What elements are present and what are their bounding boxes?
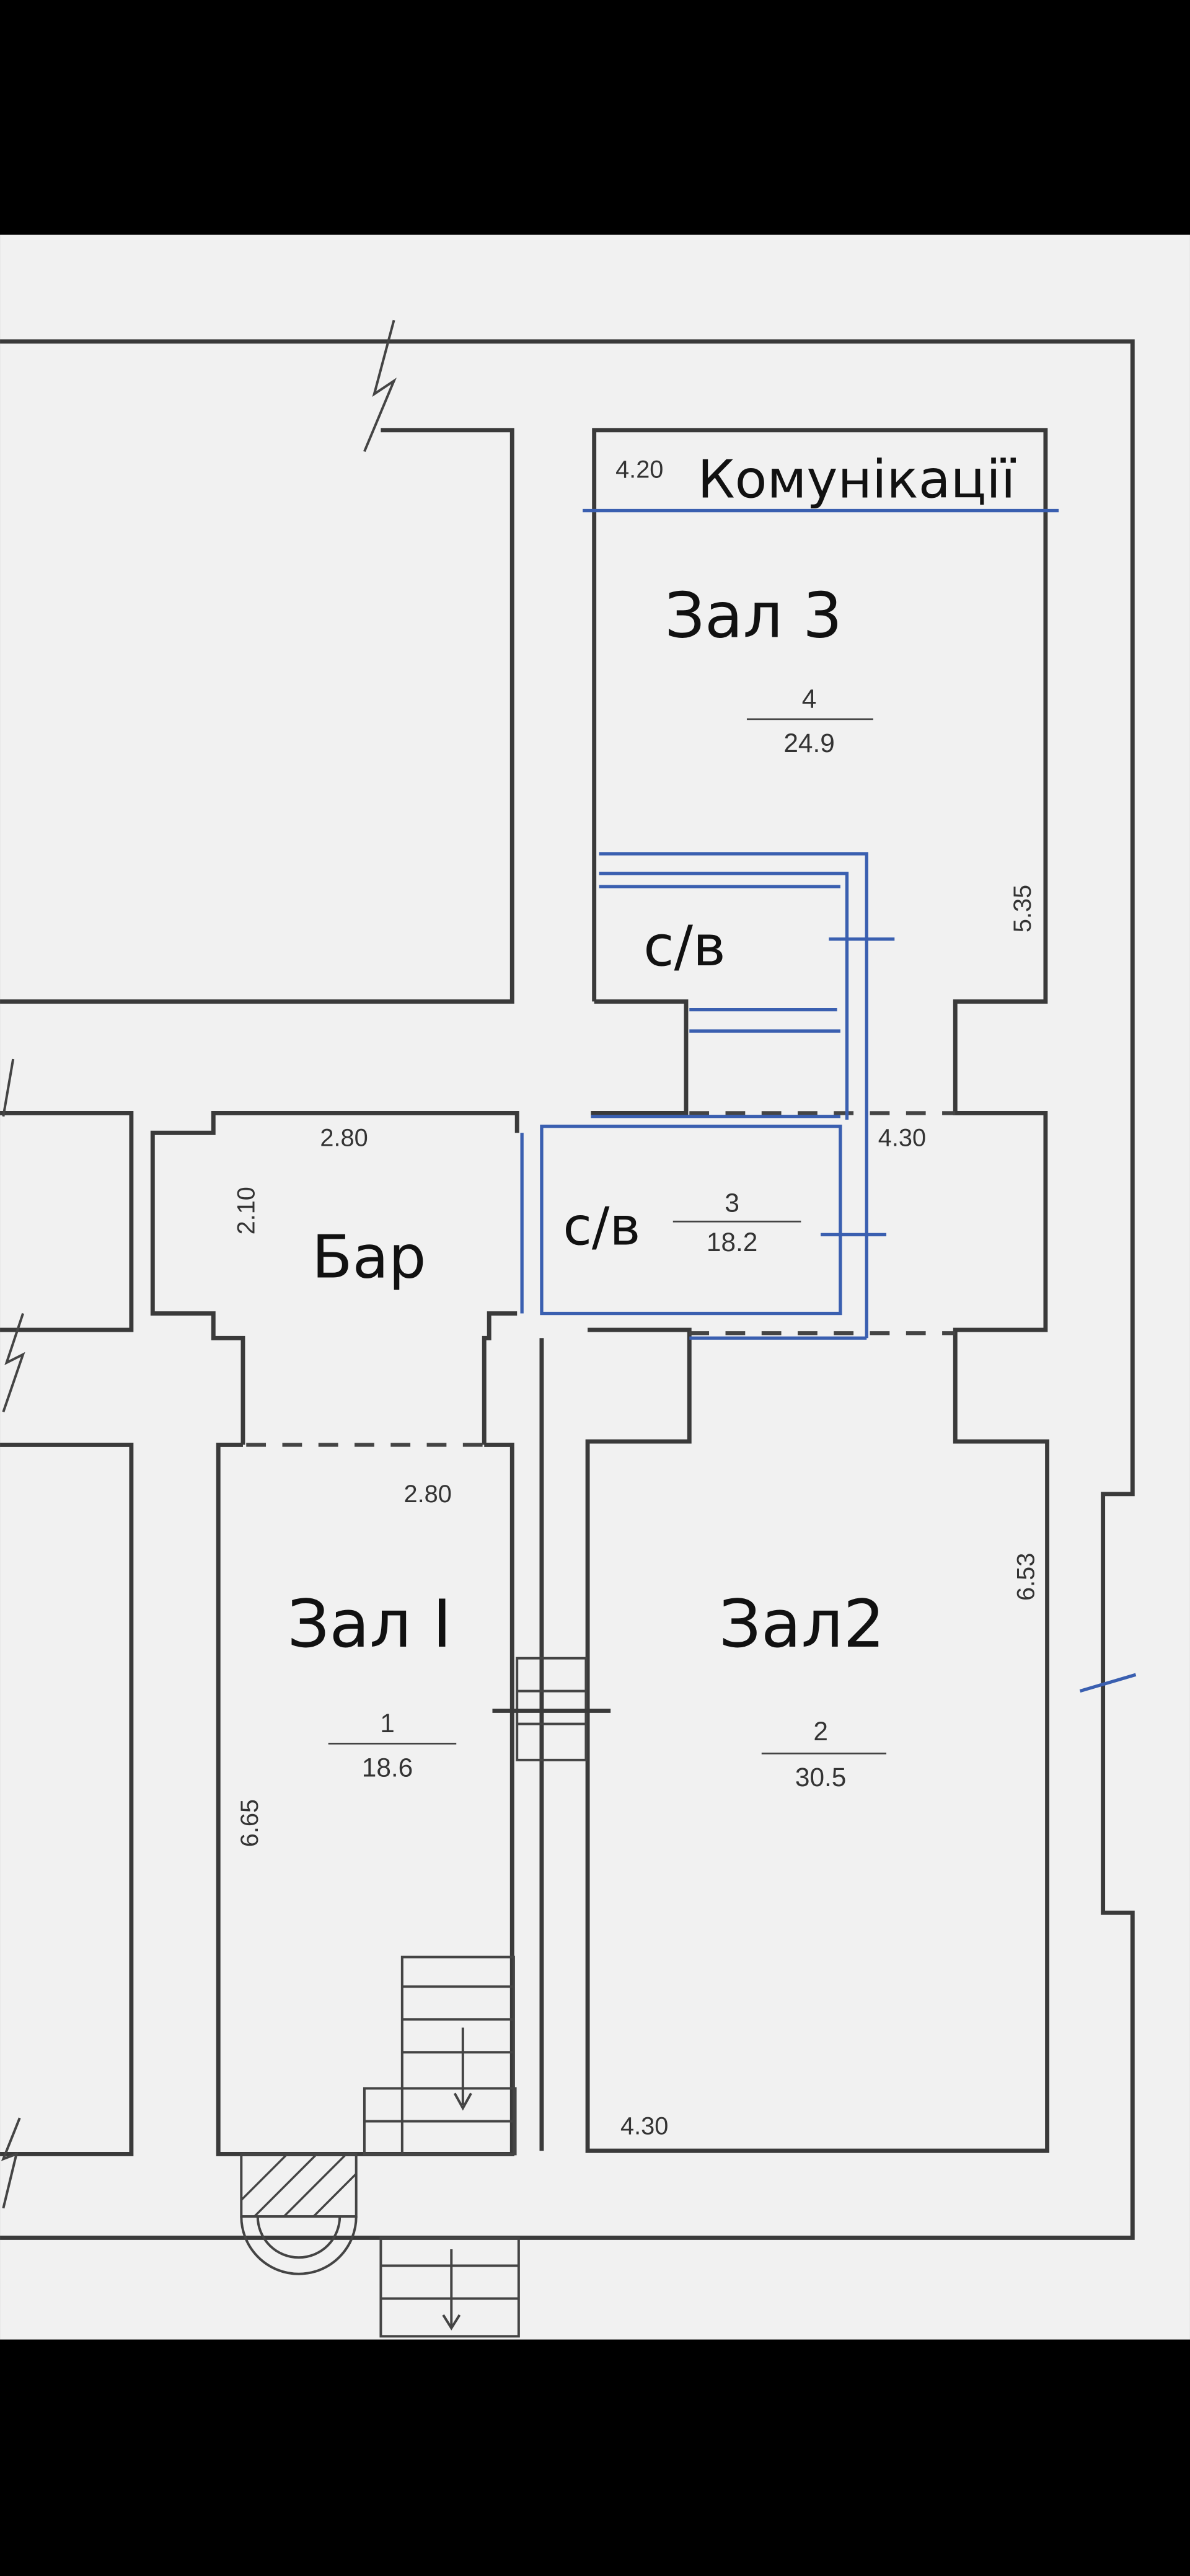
top-left-room: [0, 428, 514, 1004]
communications-label: Комунікації: [698, 448, 1016, 510]
blue-markup: [520, 508, 1137, 1693]
top-black-bar: [0, 0, 1190, 235]
outer-walls: [0, 319, 1135, 2240]
dim-hall1-length: 6.65: [236, 1799, 263, 1847]
hall3-label: Зал 3: [665, 579, 843, 652]
room-1-area: 1 18.6: [328, 1709, 457, 1782]
wall-break-icon: [363, 319, 397, 453]
hall2-label: Зал2: [719, 1586, 885, 1662]
svg-text:24.9: 24.9: [783, 728, 834, 758]
wc-lower-label: с/в: [563, 1195, 640, 1257]
svg-text:2: 2: [813, 1717, 828, 1746]
dim-hall2-length: 6.53: [1012, 1553, 1039, 1601]
room-3-area: 3 18.2: [672, 1188, 801, 1257]
bar-room: [150, 1111, 519, 1445]
hall3-room: [585, 428, 1050, 2153]
dim-corridor: 4.30: [878, 1124, 926, 1151]
svg-text:18.6: 18.6: [362, 1753, 413, 1782]
svg-text:18.2: 18.2: [707, 1228, 757, 1257]
bottom-black-bar: [0, 2339, 1190, 2576]
left-strip-upper: [0, 1111, 134, 1332]
dim-bar-width: 2.80: [320, 1124, 368, 1151]
wc-upper-label: с/в: [643, 914, 726, 979]
dim-hall2-width: 4.30: [620, 2113, 668, 2140]
svg-text:1: 1: [380, 1709, 395, 1738]
arrow-down-icon: [453, 2092, 472, 2111]
room-4-area: 4 24.9: [746, 684, 873, 758]
dim-hall3-length: 5.35: [1009, 885, 1036, 932]
left-strip-lower: [0, 1442, 134, 2156]
stairs: [240, 1955, 520, 2338]
door-passage: [492, 1657, 611, 1761]
dim-hall3-width: 4.20: [615, 456, 663, 484]
room-2-area: 2 30.5: [761, 1717, 887, 1792]
svg-text:4: 4: [802, 684, 817, 713]
hall1-label: Зал I: [287, 1586, 451, 1662]
bar-label: Бар: [312, 1223, 426, 1291]
svg-text:30.5: 30.5: [795, 1763, 846, 1792]
dim-hall1-width: 2.80: [403, 1481, 451, 1508]
svg-text:3: 3: [725, 1188, 739, 1217]
dim-bar-depth: 2.10: [233, 1187, 260, 1234]
